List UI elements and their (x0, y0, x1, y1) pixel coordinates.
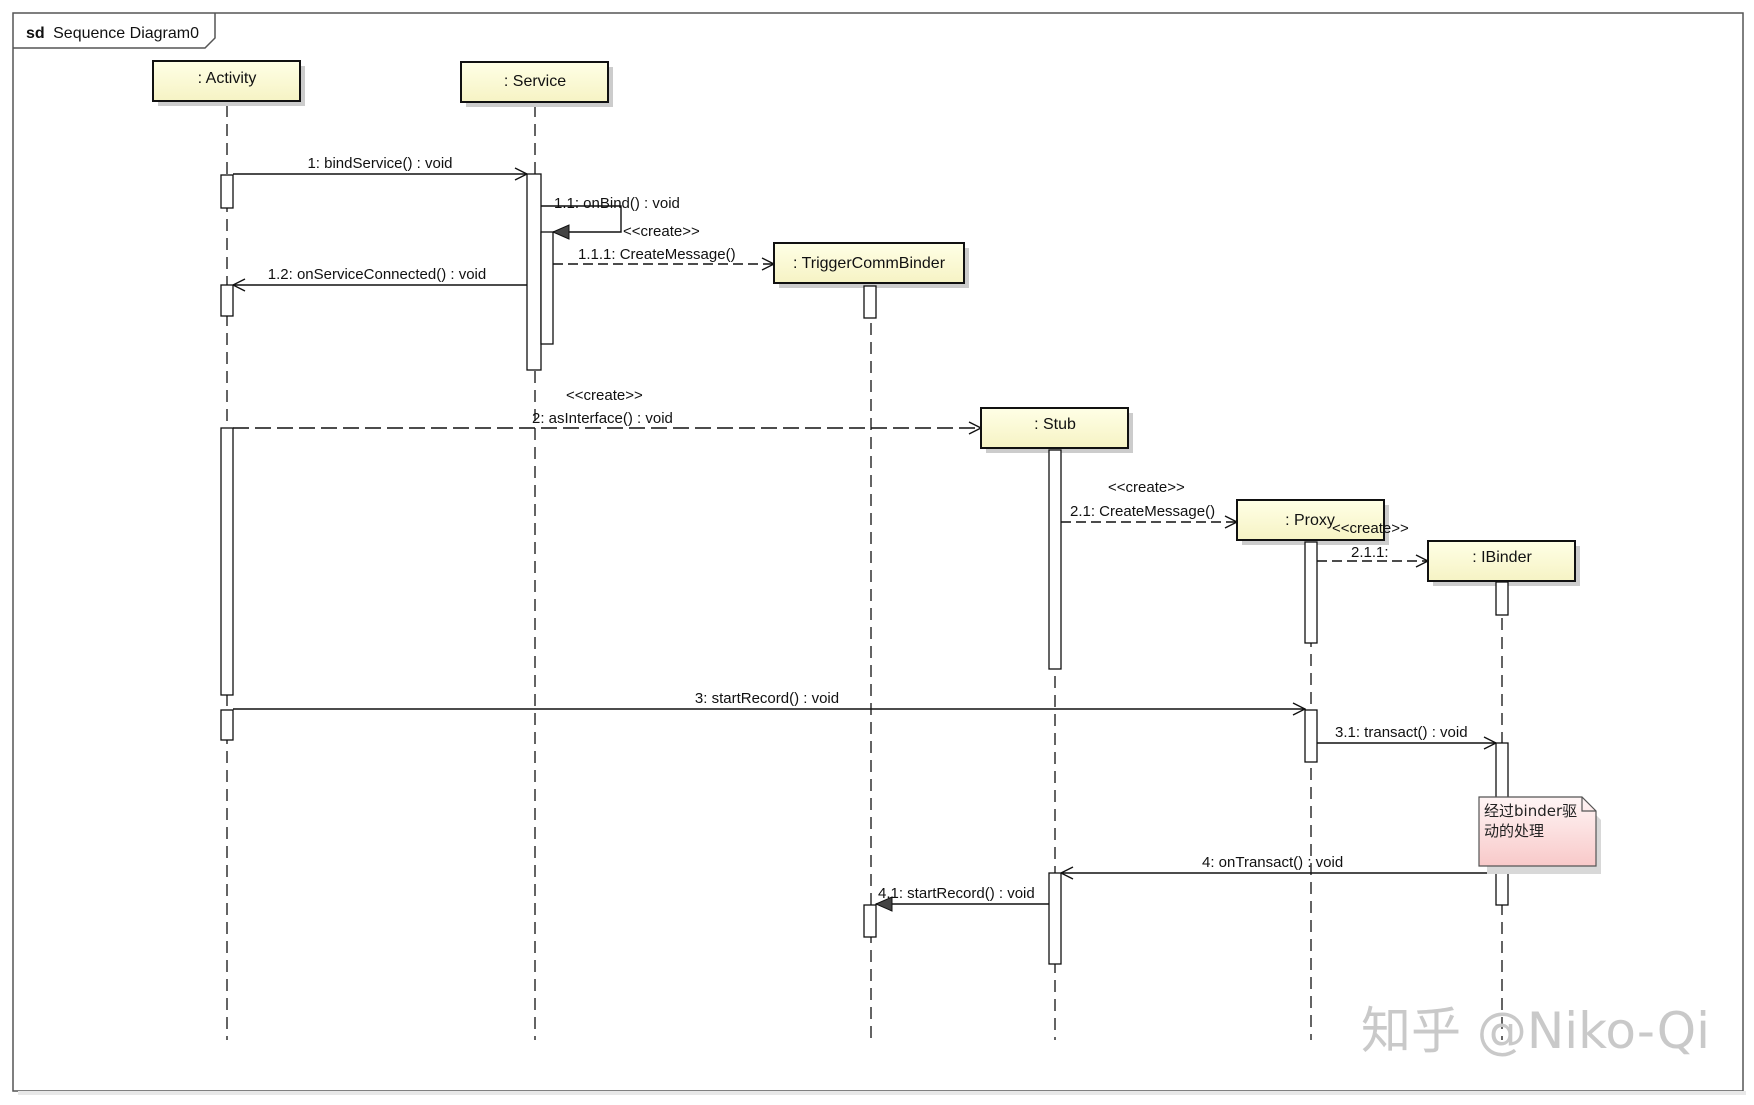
activation-bar (540, 231, 554, 345)
lifeline-head-activity[interactable]: : Activity (152, 60, 305, 106)
message-stereotype-createmessage-trigger: <<create>> (623, 223, 700, 240)
lifeline-label-ibinder: : IBinder (1472, 549, 1532, 566)
activation-bar (863, 285, 877, 319)
message-labels: 1: bindService() : void 1.1: onBind() : … (268, 155, 1468, 902)
lifeline-heads: : Activity : Service : TriggerCommBinder… (152, 60, 1580, 586)
lifeline-head-proxy[interactable]: : Proxy (1236, 499, 1389, 545)
message-label-ontransact: 4: onTransact() : void (1202, 854, 1343, 871)
message-label-startrecord-trigger: 4.1: startRecord() : void (878, 885, 1035, 902)
lifeline-label-proxy: : Proxy (1285, 512, 1335, 529)
lifeline-label-service: : Service (504, 73, 566, 90)
frame-tab (13, 13, 216, 49)
note-line-2: 动的处理 (1484, 822, 1544, 840)
message-stereotype-createmessage-proxy: <<create>> (1108, 479, 1185, 496)
message-label-startrecord: 3: startRecord() : void (695, 690, 839, 707)
lifeline-head-ibinder[interactable]: : IBinder (1427, 540, 1580, 586)
watermark: 知乎 @Niko-Qi (1361, 1002, 1710, 1060)
message-label-create-ibinder: 2.1.1: (1351, 544, 1389, 561)
frame-label: sd Sequence Diagram0 (26, 25, 199, 42)
activation-bar (1304, 709, 1318, 763)
frame-keyword: sd (26, 25, 45, 42)
note[interactable]: 经过binder驱 动的处理 (1478, 796, 1601, 874)
note-fold (1581, 797, 1596, 812)
message-label-createmessage-proxy: 2.1: CreateMessage() (1070, 503, 1215, 520)
activation-bar (1495, 581, 1509, 616)
lifeline-label-activity: : Activity (198, 70, 257, 87)
message-label-onserviceconnected: 1.2: onServiceConnected() : void (268, 266, 486, 283)
message-label-onbind: 1.1: onBind() : void (554, 195, 680, 212)
messages (233, 174, 1496, 904)
activation-bar (1304, 541, 1318, 644)
activation-bar (1048, 449, 1062, 670)
message-arrow-onbind[interactable] (541, 205, 622, 232)
lifeline-label-stub: : Stub (1034, 416, 1076, 433)
activation-bar (220, 174, 234, 209)
activation-bar (526, 173, 542, 371)
frame-title: Sequence Diagram0 (53, 25, 199, 42)
message-stereotype-asinterface: <<create>> (566, 387, 643, 404)
lifeline-head-service[interactable]: : Service (460, 61, 613, 107)
message-label-asinterface: 2: asInterface() : void (532, 410, 673, 427)
note-line-1: 经过binder驱 (1484, 802, 1577, 820)
message-label-transact: 3.1: transact() : void (1335, 724, 1468, 741)
activation-bar (220, 284, 234, 317)
lifeline-head-stub[interactable]: : Stub (980, 407, 1133, 453)
lifeline-label-triggercommbinder: : TriggerCommBinder (793, 255, 946, 272)
message-label-bindservice: 1: bindService() : void (307, 155, 452, 172)
activation-bar (220, 427, 234, 696)
activation-bar (1048, 872, 1062, 965)
activation-bar (863, 904, 877, 938)
lifeline-head-triggercommbinder[interactable]: : TriggerCommBinder (773, 242, 969, 288)
activation-bar (220, 709, 234, 741)
message-label-createmessage-trigger: 1.1.1: CreateMessage() (578, 246, 736, 263)
message-stereotype-create-ibinder: <<create>> (1332, 520, 1409, 537)
